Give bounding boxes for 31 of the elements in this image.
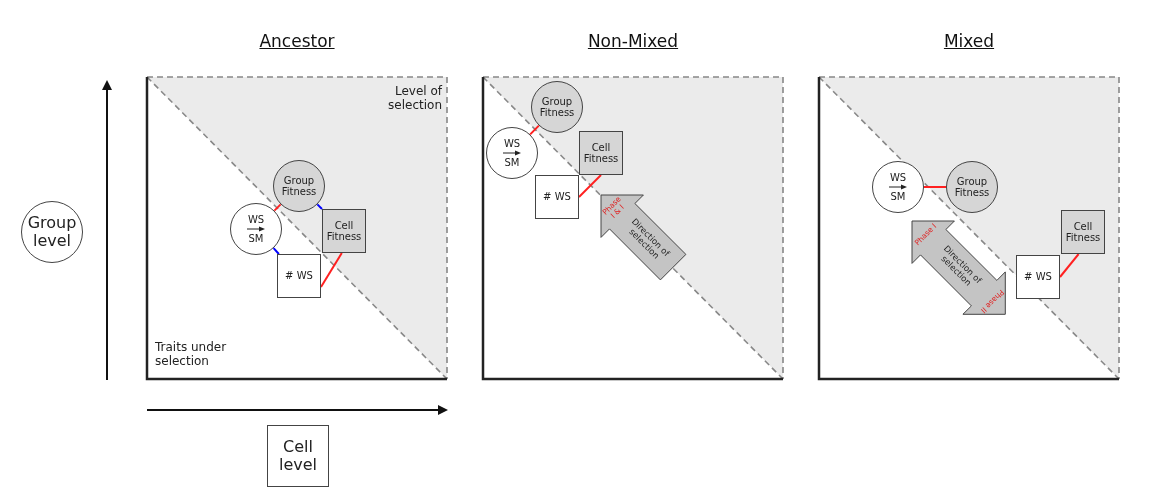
trait-box: # WS: [535, 175, 579, 219]
selection-arrow: [912, 221, 1006, 315]
trait-circle: [230, 203, 282, 255]
panel-heading: Non-Mixed: [586, 31, 680, 51]
node-label: SM: [504, 157, 520, 169]
connector-line: [320, 252, 343, 288]
node-label: WS: [247, 213, 265, 225]
panel-heading: Ancestor: [258, 31, 336, 51]
connector-line: [1059, 253, 1080, 278]
connector-line: [578, 174, 602, 198]
node-label: WS: [503, 137, 521, 149]
selection-arrow: [600, 194, 686, 280]
node-label: WS: [889, 171, 907, 183]
trait-circle: Group level: [21, 201, 83, 263]
annotation-text: Level of selection: [387, 85, 442, 113]
connector-line: [273, 203, 282, 212]
node-label: SM: [890, 191, 906, 203]
connector-line: [316, 203, 323, 210]
node-label: SM: [248, 233, 264, 245]
trait-box: Cell level: [267, 425, 329, 487]
trait-box: Cell Fitness: [322, 209, 366, 253]
trait-circle: [872, 161, 924, 213]
connector-line: [272, 247, 280, 255]
trait-circle: [486, 127, 538, 179]
trait-box: # WS: [1016, 255, 1060, 299]
panel-heading: Mixed: [942, 31, 996, 51]
trait-box: Cell Fitness: [579, 131, 623, 175]
annotation-text: Traits under selection: [155, 341, 228, 369]
trait-box: # WS: [277, 254, 321, 298]
trait-box: Cell Fitness: [1061, 210, 1105, 254]
connector-line: [923, 186, 947, 188]
